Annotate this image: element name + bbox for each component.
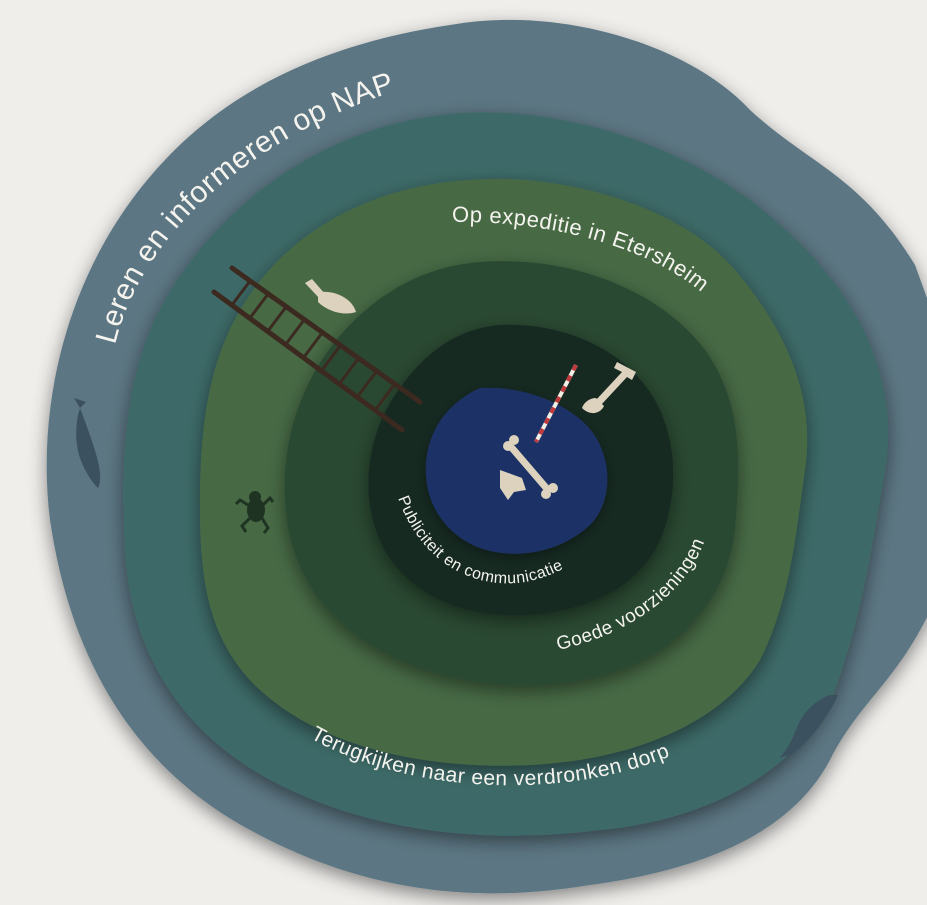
- ladder-icon: [211, 265, 423, 433]
- shovel-icon: [582, 362, 636, 414]
- fish-icon: [780, 695, 838, 758]
- measuring-rod-icon: [534, 364, 578, 443]
- arrowhead-icon: [500, 470, 526, 500]
- fish-icon: [74, 398, 101, 488]
- trowel-icon: [305, 279, 356, 314]
- frog-icon: [234, 491, 275, 534]
- core-water: [425, 387, 608, 554]
- bone-icon: [503, 435, 558, 499]
